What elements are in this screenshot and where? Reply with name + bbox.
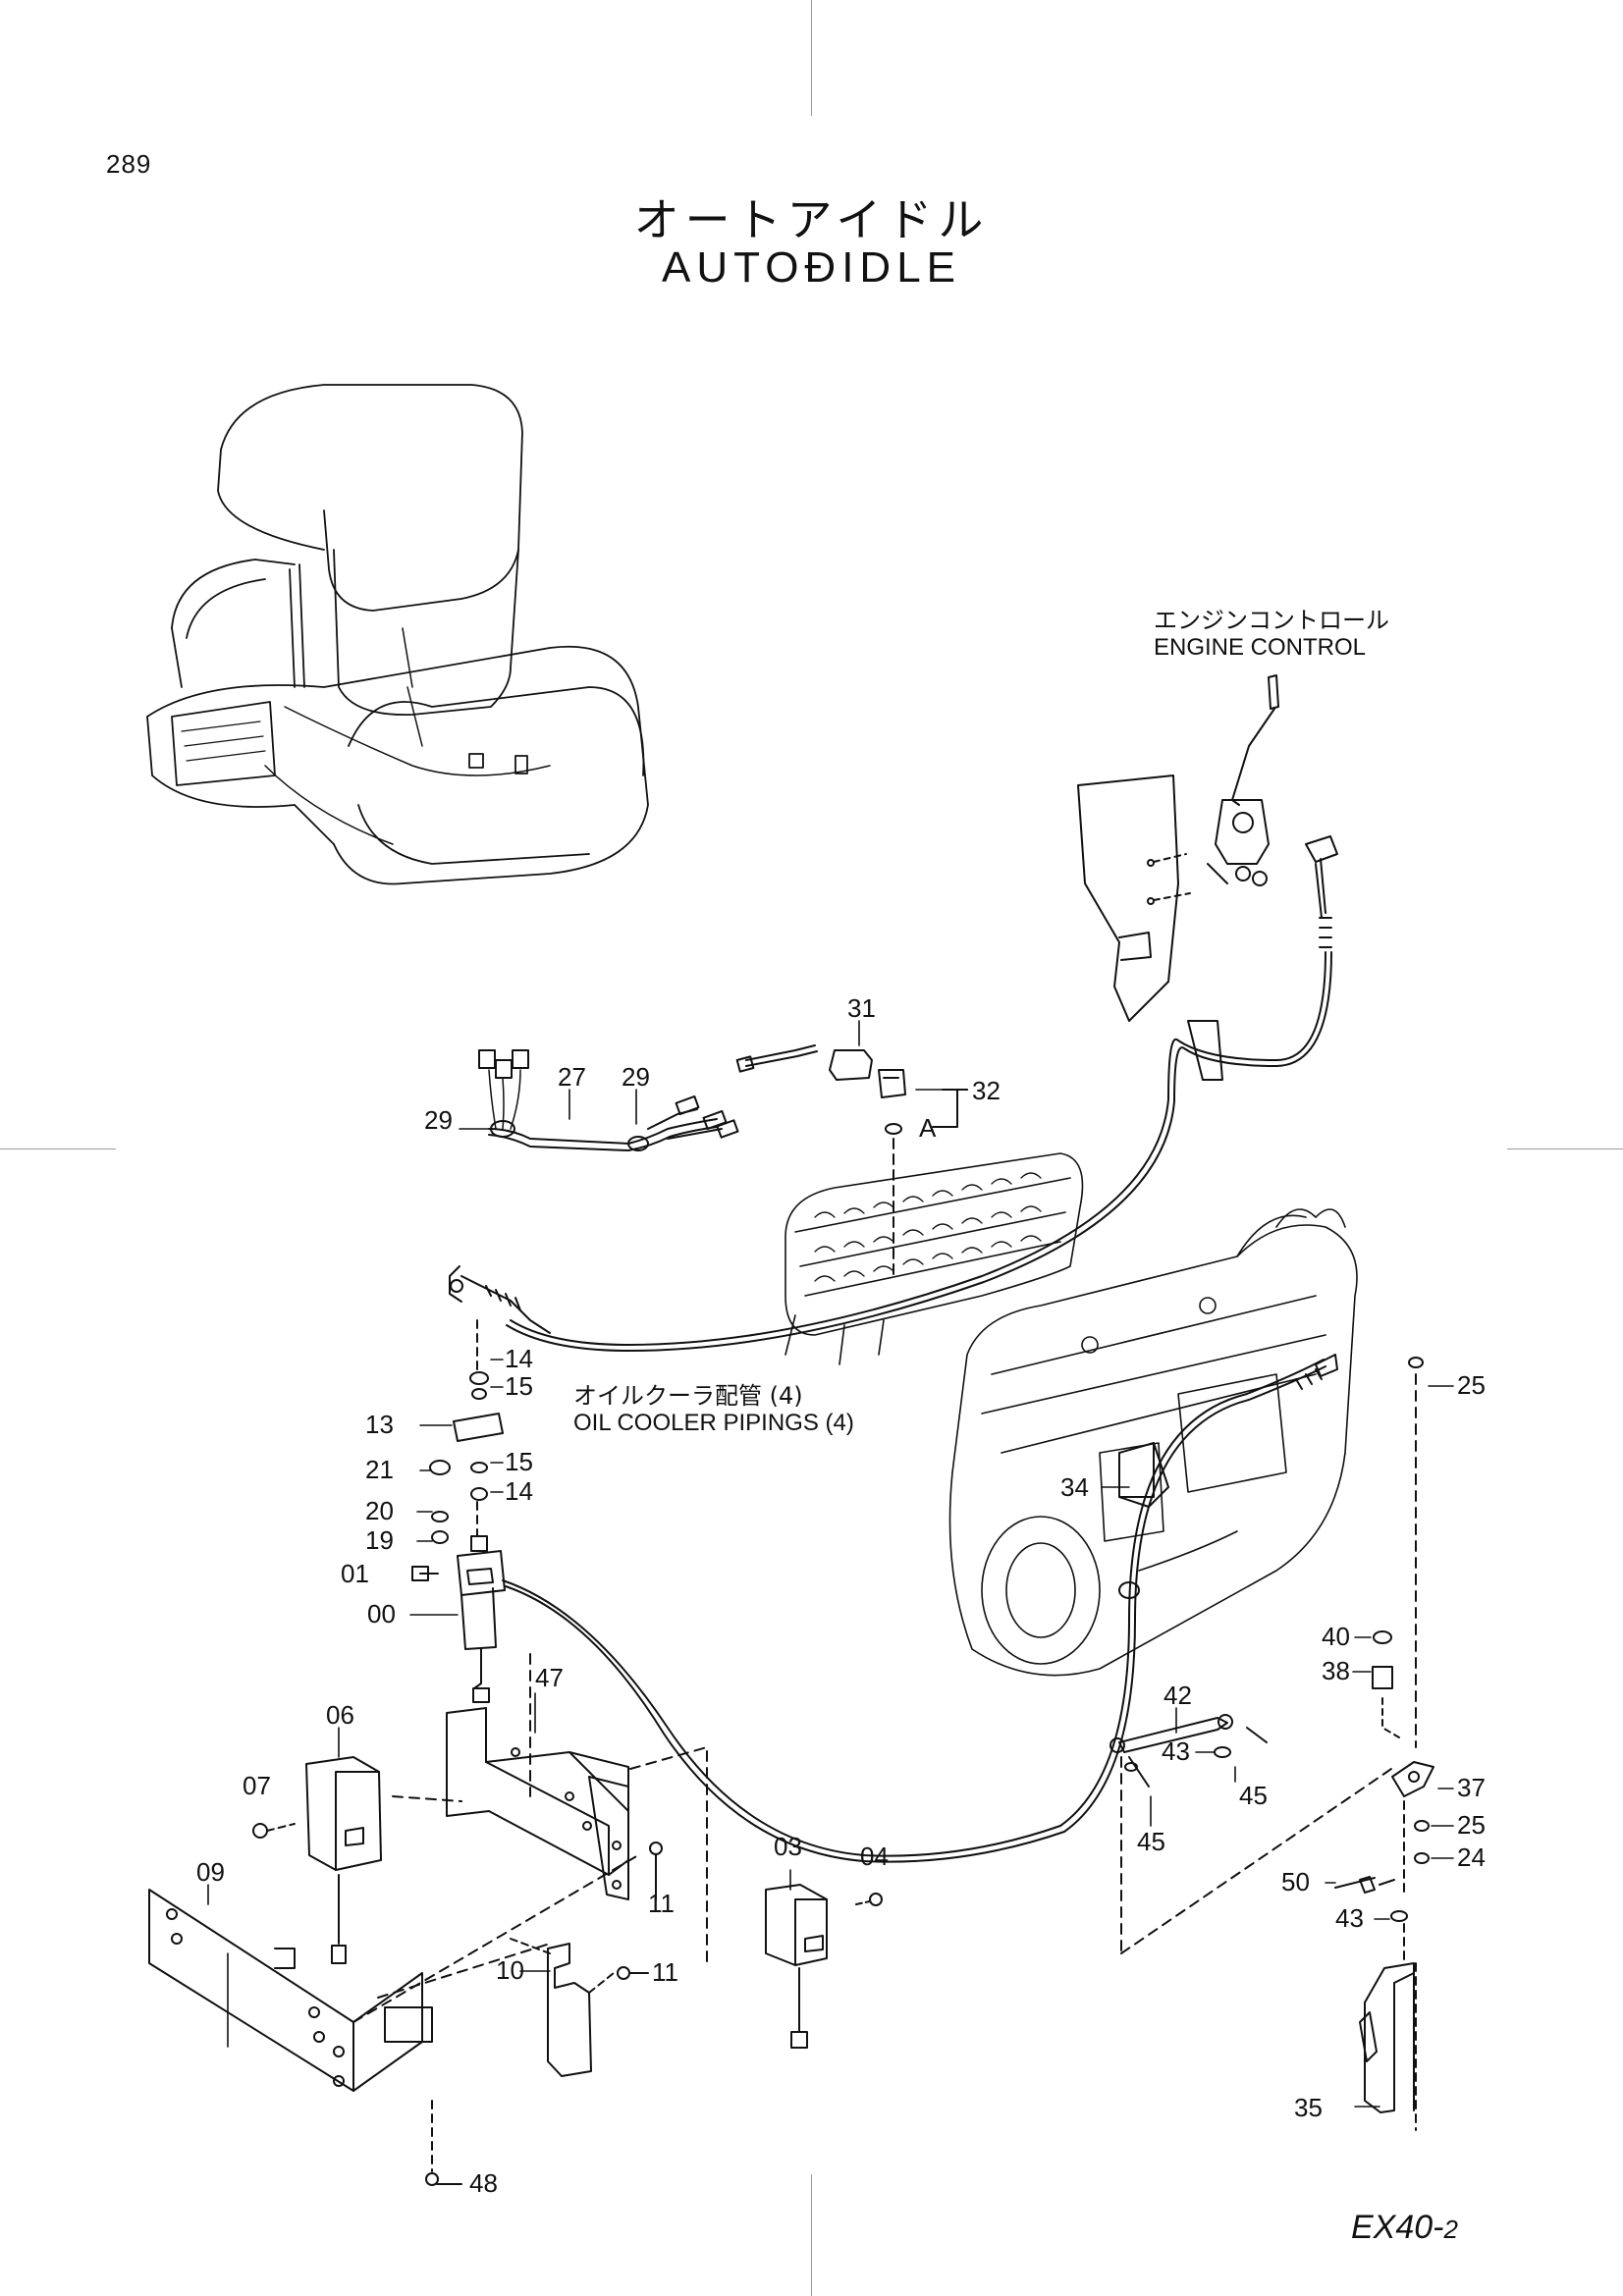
callout-06: 06 bbox=[326, 1700, 354, 1730]
callout-47: 47 bbox=[535, 1663, 564, 1692]
callout-21: 21 bbox=[365, 1455, 394, 1484]
callout-43-lower: 43 bbox=[1335, 1903, 1364, 1933]
callout-19: 19 bbox=[365, 1525, 394, 1555]
callout-15-lower: 15 bbox=[505, 1447, 533, 1476]
callout-ref-a: A bbox=[919, 1113, 937, 1143]
control-cable-lower bbox=[502, 1359, 1325, 1857]
mounting-plate-09 bbox=[148, 1889, 433, 2092]
engine-control-label-ja: エンジンコントロール bbox=[1154, 607, 1389, 634]
callout-09: 09 bbox=[196, 1857, 225, 1887]
title-japanese: オートアイドル bbox=[633, 193, 990, 246]
stop-motor-assembly bbox=[411, 1319, 506, 1703]
controller-06 bbox=[305, 1756, 382, 1964]
oil-cooler-label-ja: オイルクーラ配管 (4) bbox=[573, 1382, 803, 1410]
crop-mark-left bbox=[0, 1148, 116, 1149]
wire-harness bbox=[478, 1049, 739, 1151]
engine-control-assembly bbox=[1077, 674, 1338, 1081]
title-english: AUTOÐIDLE bbox=[661, 243, 962, 292]
callout-25-lower: 25 bbox=[1457, 1810, 1486, 1840]
callout-29-upper: 29 bbox=[622, 1062, 650, 1092]
oil-cooler-label: オイルクーラ配管 (4) OIL COOLER PIPINGS (4) bbox=[573, 1382, 854, 1437]
callout-00: 00 bbox=[367, 1599, 396, 1629]
excavator-overview-illustration bbox=[146, 384, 649, 885]
callout-37: 37 bbox=[1457, 1773, 1486, 1802]
crop-mark-right bbox=[1507, 1148, 1623, 1149]
model-code-suffix: 2 bbox=[1443, 2215, 1458, 2244]
model-code: EX40-2 bbox=[1351, 2209, 1458, 2247]
callout-03: 03 bbox=[774, 1832, 802, 1861]
bracket-47 bbox=[446, 1707, 629, 1900]
callout-14-upper: 14 bbox=[505, 1344, 533, 1373]
engine-control-label: エンジンコントロール ENGINE CONTROL bbox=[1154, 607, 1389, 662]
pressure-switch bbox=[735, 1044, 906, 1277]
callout-43-upper: 43 bbox=[1162, 1736, 1190, 1766]
callout-31: 31 bbox=[847, 993, 876, 1023]
callout-38: 38 bbox=[1322, 1656, 1350, 1685]
bracket-34 bbox=[1118, 1442, 1169, 1508]
callout-42: 42 bbox=[1163, 1681, 1192, 1710]
callout-35: 35 bbox=[1294, 2093, 1323, 2122]
callout-34: 34 bbox=[1060, 1472, 1089, 1502]
callout-27: 27 bbox=[558, 1062, 586, 1092]
callout-29-left: 29 bbox=[424, 1105, 453, 1135]
callout-15-upper: 15 bbox=[505, 1371, 533, 1401]
rod-42 bbox=[1109, 1714, 1268, 1788]
callout-25-upper: 25 bbox=[1457, 1370, 1486, 1400]
crop-mark-bottom bbox=[811, 2174, 812, 2296]
callout-45-right: 45 bbox=[1239, 1781, 1268, 1810]
control-valve-block bbox=[784, 1152, 1084, 1365]
controller-03 bbox=[765, 1884, 828, 2049]
callout-10: 10 bbox=[496, 1955, 524, 1985]
control-cable-upper bbox=[510, 951, 1326, 1346]
callout-50: 50 bbox=[1281, 1867, 1310, 1896]
clamp-10 bbox=[510, 1938, 615, 2077]
callout-07: 07 bbox=[243, 1771, 271, 1800]
leader-lines bbox=[207, 1020, 1454, 2108]
pedal-bracket bbox=[1334, 1761, 1434, 2131]
callout-01: 01 bbox=[341, 1559, 369, 1588]
oil-cooler-label-en: OIL COOLER PIPINGS (4) bbox=[573, 1410, 854, 1436]
engine-control-label-en: ENGINE CONTROL bbox=[1154, 634, 1367, 661]
callout-11-upper: 11 bbox=[648, 1889, 675, 1918]
callout-45-left: 45 bbox=[1137, 1827, 1165, 1856]
callout-48: 48 bbox=[469, 2168, 498, 2198]
callout-11-lower: 11 bbox=[652, 1957, 678, 1987]
crop-mark-top bbox=[811, 0, 812, 116]
page-number: 289 bbox=[106, 149, 152, 179]
model-code-main: EX40- bbox=[1351, 2209, 1444, 2246]
part-callouts: 31 32 27 29 29 14 15 13 21 15 14 20 19 0… bbox=[196, 993, 1486, 2198]
callout-20: 20 bbox=[365, 1496, 394, 1525]
callout-24: 24 bbox=[1457, 1842, 1486, 1872]
callout-40: 40 bbox=[1322, 1622, 1350, 1651]
callout-04: 04 bbox=[860, 1842, 889, 1871]
callout-14-lower: 14 bbox=[505, 1476, 533, 1506]
callout-32: 32 bbox=[972, 1076, 1001, 1105]
callout-13: 13 bbox=[365, 1410, 394, 1439]
